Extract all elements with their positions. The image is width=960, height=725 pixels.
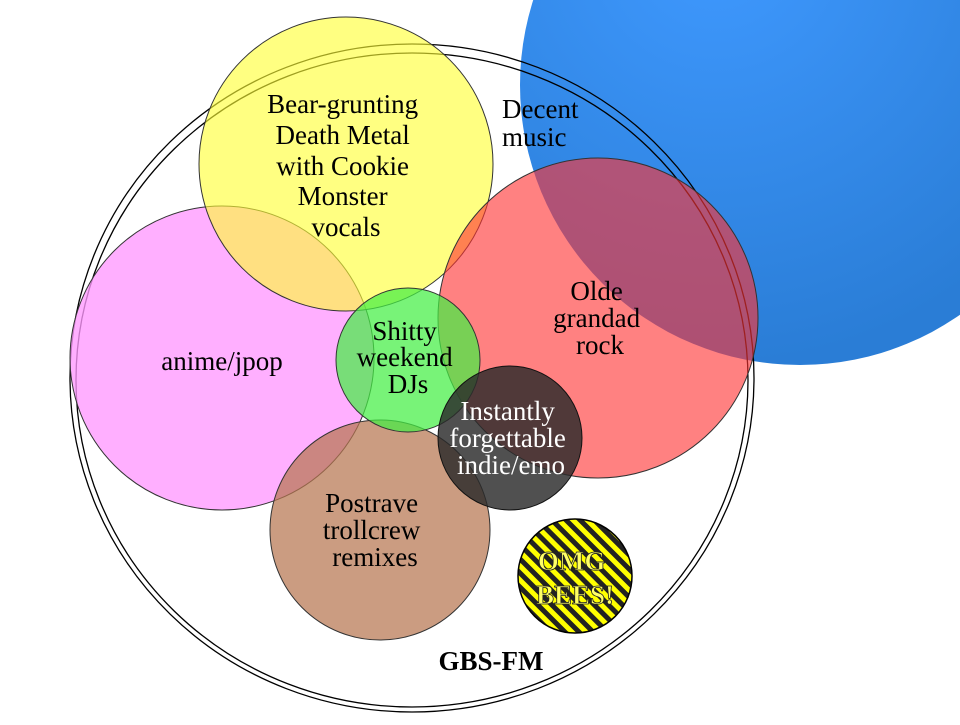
anime-jpop-label: anime/jpop: [161, 346, 282, 376]
indie-emo-circle: [437, 365, 583, 511]
shitty-weekend-djs-circle: [335, 287, 481, 433]
shitty-weekend-djs-label: Shitty weekend DJs: [357, 316, 460, 399]
decent-music-label: Decent music: [502, 94, 585, 152]
olde-grandad-rock-label: Olde grandad rock: [553, 276, 647, 360]
death-metal-circle: [198, 16, 494, 312]
omg-bees-circle: [517, 518, 633, 634]
omg-bees-label: OMG BEES!: [536, 546, 614, 610]
indie-emo-label: Instantly forgettable indie/emo: [449, 396, 572, 480]
death-metal-label: Bear-grunting Death Metal with Cookie Mo…: [267, 89, 425, 242]
postrave-label: Postrave trollcrew remixes: [323, 488, 427, 572]
gbs-fm-title: GBS-FM: [439, 646, 544, 676]
